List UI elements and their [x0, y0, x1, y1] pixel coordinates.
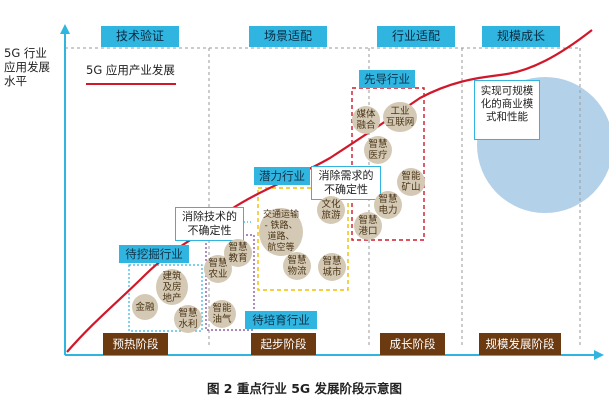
- stage-top-scale-growth: 规模成长: [482, 26, 560, 47]
- stage-bottom-start: 起步阶段: [251, 333, 316, 355]
- y-axis-arrow-icon: [60, 24, 70, 34]
- bubble-finance: 金融: [132, 294, 158, 320]
- legend-label: 5G 应用产业发展: [86, 63, 175, 77]
- bubble-water: 智慧 水利: [174, 305, 202, 333]
- note-eliminate-demand: 消除需求的 不确定性: [311, 166, 381, 200]
- x-axis-arrow-icon: [594, 350, 604, 360]
- development-curve: [66, 29, 593, 353]
- potential-group: [257, 187, 349, 291]
- bubble-construction: 建筑 及房 地产: [156, 269, 188, 305]
- bubble-medical: 智慧 医疗: [364, 136, 392, 164]
- stage-top-scenario-fit: 场景适配: [249, 26, 327, 47]
- bubble-transport: 交通运输 - 铁路、 道路、 航空等: [259, 208, 303, 256]
- tag-pending-mining: 待挖掘行业: [119, 245, 189, 263]
- tag-pending-cultivation: 待培育行业: [245, 311, 317, 329]
- stage-bottom-scale: 规模发展阶段: [479, 333, 561, 355]
- stage-bottom-growth: 成长阶段: [380, 333, 445, 355]
- bubble-internet: 工业 互联网: [383, 102, 417, 132]
- legend-line: [86, 83, 176, 85]
- pending-mining-group: [128, 264, 203, 332]
- bubble-port: 智慧 港口: [354, 212, 382, 240]
- bubble-culture: 文化 旅游: [317, 196, 345, 224]
- note-eliminate-tech: 消除技术的 不确定性: [175, 207, 244, 241]
- stage-bottom-warmup: 预热阶段: [103, 333, 168, 355]
- bubble-media: 媒体 融合: [352, 106, 380, 134]
- bubble-education: 智慧 教育: [224, 239, 252, 267]
- bubble-power: 智慧 电力: [374, 191, 402, 219]
- bubble-oilgas: 智能 油气: [208, 300, 236, 328]
- figure-caption: 图 2 重点行业 5G 发展阶段示意图: [206, 381, 403, 396]
- tag-pioneer: 先导行业: [359, 70, 415, 88]
- bubble-logistics: 智慧 物流: [283, 252, 311, 280]
- tag-potential: 潜力行业: [254, 167, 310, 185]
- bubble-city: 智慧 城市: [318, 253, 346, 281]
- stage-top-tech-verification: 技术验证: [101, 26, 179, 47]
- bubble-mining: 智能 矿山: [397, 168, 425, 196]
- note-commercial-model: 实现可规模 化的商业模 式和性能: [474, 80, 540, 140]
- stage-top-industry-fit: 行业适配: [377, 26, 455, 47]
- y-axis-label: 5G 行业 应用发展 水平: [4, 46, 50, 88]
- pioneer-group: [351, 87, 425, 241]
